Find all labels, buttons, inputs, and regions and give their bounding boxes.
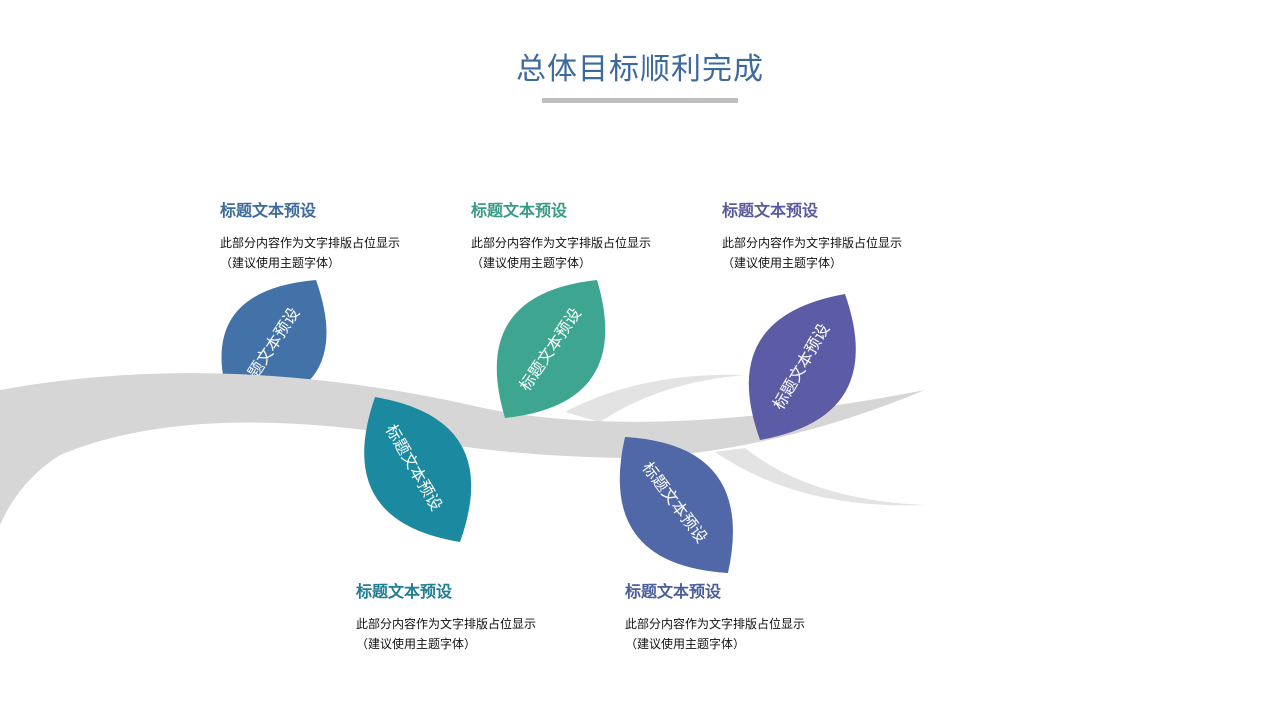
leaf-3: 标题文本预设 xyxy=(496,280,606,418)
block-body: 此部分内容作为文字排版占位显示 （建议使用主题字体） xyxy=(356,614,586,654)
body-line: 此部分内容作为文字排版占位显示 xyxy=(220,236,401,250)
text-block-1: 标题文本预设 此部分内容作为文字排版占位显示 （建议使用主题字体） xyxy=(220,197,450,273)
body-line: 此部分内容作为文字排版占位显示 xyxy=(722,236,903,250)
block-body: 此部分内容作为文字排版占位显示 （建议使用主题字体） xyxy=(722,233,952,273)
leaf-5: 标题文本预设 xyxy=(748,294,856,440)
block-heading: 标题文本预设 xyxy=(356,582,453,601)
leaf-shape xyxy=(496,280,606,418)
branch-twig-lower xyxy=(715,448,925,506)
text-block-3: 标题文本预设 此部分内容作为文字排版占位显示 （建议使用主题字体） xyxy=(471,197,701,273)
body-line: （建议使用主题字体） xyxy=(722,256,843,270)
block-heading: 标题文本预设 xyxy=(471,201,568,220)
leaf-shape xyxy=(364,397,472,542)
slide-title: 总体目标顺利完成 xyxy=(516,52,764,87)
leaf-4: 标题文本预设 xyxy=(619,437,733,573)
body-line: 此部分内容作为文字排版占位显示 xyxy=(625,617,806,631)
block-heading: 标题文本预设 xyxy=(722,201,819,220)
leaf-2: 标题文本预设 xyxy=(364,397,472,542)
title-underline xyxy=(542,98,738,103)
text-block-2: 标题文本预设 此部分内容作为文字排版占位显示 （建议使用主题字体） xyxy=(356,578,586,654)
body-line: （建议使用主题字体） xyxy=(220,256,341,270)
main-branch xyxy=(0,373,925,525)
body-line: （建议使用主题字体） xyxy=(471,256,592,270)
branch-twig-upper xyxy=(565,374,745,422)
body-line: 此部分内容作为文字排版占位显示 xyxy=(356,617,537,631)
text-block-5: 标题文本预设 此部分内容作为文字排版占位显示 （建议使用主题字体） xyxy=(722,197,952,273)
leaf-shape xyxy=(619,437,733,573)
block-body: 此部分内容作为文字排版占位显示 （建议使用主题字体） xyxy=(625,614,855,654)
block-heading: 标题文本预设 xyxy=(625,582,722,601)
text-block-4: 标题文本预设 此部分内容作为文字排版占位显示 （建议使用主题字体） xyxy=(625,578,855,654)
body-line: （建议使用主题字体） xyxy=(625,637,746,651)
body-line: 此部分内容作为文字排版占位显示 xyxy=(471,236,652,250)
block-body: 此部分内容作为文字排版占位显示 （建议使用主题字体） xyxy=(471,233,701,273)
block-heading: 标题文本预设 xyxy=(220,201,317,220)
block-body: 此部分内容作为文字排版占位显示 （建议使用主题字体） xyxy=(220,233,450,273)
leaf-shape xyxy=(748,294,856,440)
body-line: （建议使用主题字体） xyxy=(356,637,477,651)
